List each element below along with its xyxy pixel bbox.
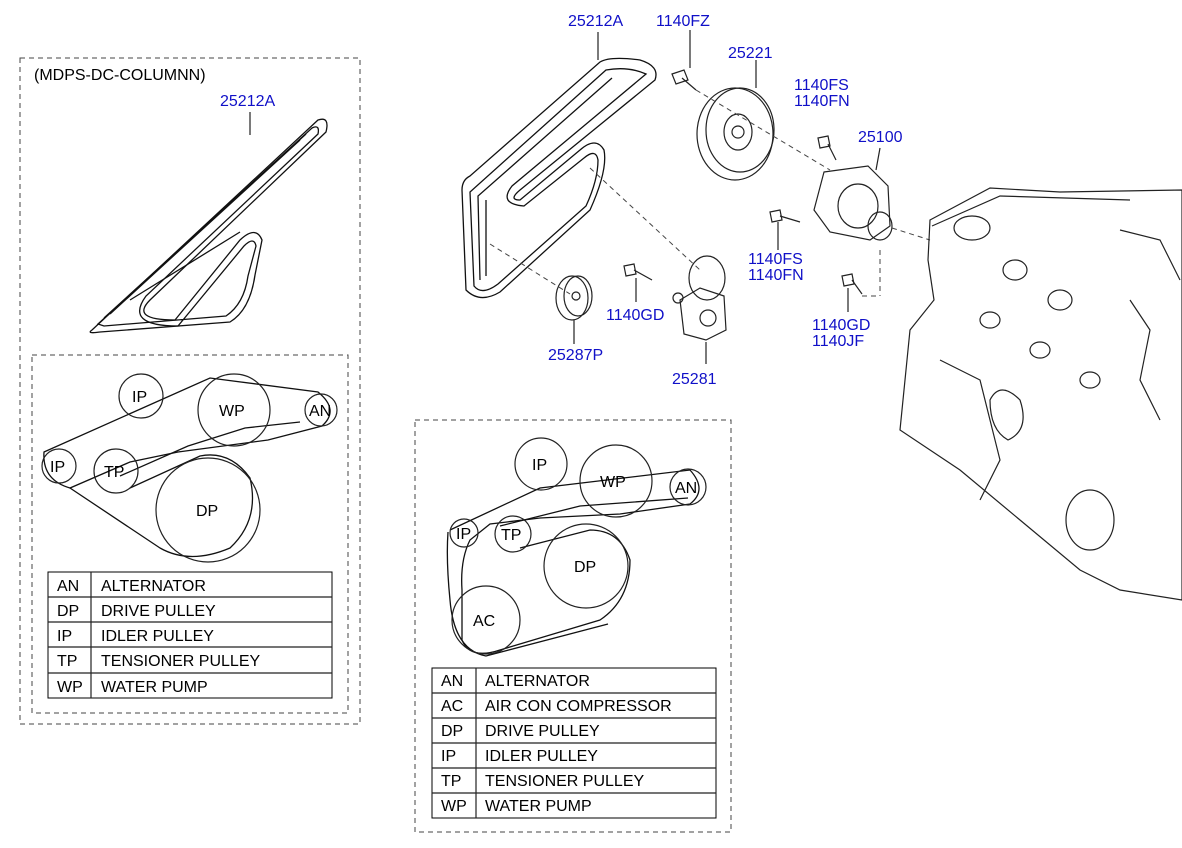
legend-code: WP	[441, 798, 467, 815]
svg-text:IP: IP	[132, 389, 147, 406]
legend-code: AN	[57, 578, 79, 595]
left-belt-route	[43, 377, 331, 558]
svg-text:IP: IP	[456, 526, 471, 543]
legend-name: AIR CON COMPRESSOR	[485, 698, 672, 715]
right-pulley-tp: TP	[494, 515, 532, 553]
legend-name: IDLER PULLEY	[101, 628, 214, 645]
svg-text:WP: WP	[219, 403, 245, 420]
part-link-1140FN-b[interactable]: 1140FN	[748, 267, 804, 284]
legend-name: ALTERNATOR	[485, 673, 590, 690]
idler-pulley-drawing	[489, 243, 593, 344]
legend-name: ALTERNATOR	[101, 578, 206, 595]
legend-code: TP	[57, 653, 77, 670]
part-link-1140FZ[interactable]: 1140FZ	[656, 13, 710, 30]
legend-name: WATER PUMP	[101, 679, 208, 696]
svg-text:IP: IP	[532, 457, 547, 474]
right-pulley-ip: IP	[449, 518, 479, 548]
left-pulley-ip: IP	[41, 448, 77, 484]
legend-name: DRIVE PULLEY	[101, 603, 216, 620]
left-pulley-dp: DP	[155, 457, 261, 563]
part-link-1140FS-a[interactable]: 1140FS	[794, 77, 849, 94]
part-link-25212A[interactable]: 25212A	[568, 13, 623, 30]
right-pulley-wp: WP	[579, 444, 653, 518]
left-pulley-ip-top: IP	[118, 373, 164, 419]
bolt-1140FZ-drawing	[671, 30, 697, 91]
svg-text:IP: IP	[50, 459, 65, 476]
bolt-1140GD-tensioner-drawing	[623, 263, 653, 302]
part-link-1140FN-a[interactable]: 1140FN	[794, 93, 850, 110]
legend-name: TENSIONER PULLEY	[101, 653, 260, 670]
legend-name: IDLER PULLEY	[485, 748, 598, 765]
legend-code: WP	[57, 679, 83, 696]
belt-left-drawing	[89, 112, 328, 334]
legend-name: WATER PUMP	[485, 798, 592, 815]
right-pulley-an: AN	[669, 468, 707, 506]
legend-code: IP	[441, 748, 456, 765]
part-link-1140FS-b[interactable]: 1140FS	[748, 251, 803, 268]
part-link-25212A-left[interactable]: 25212A	[220, 93, 275, 110]
svg-text:TP: TP	[501, 527, 521, 544]
left-pulley-an: AN	[304, 393, 338, 427]
svg-text:TP: TP	[104, 464, 124, 481]
left-pulley-tp: TP	[93, 448, 139, 494]
part-link-25287P[interactable]: 25287P	[548, 347, 603, 364]
tensioner-drawing	[589, 167, 727, 364]
legend-code: AN	[441, 673, 463, 690]
right-pulley-dp: DP	[543, 523, 629, 609]
water-pump-pulley-drawing	[695, 60, 831, 181]
variant-frame	[19, 57, 361, 725]
legend-code: IP	[57, 628, 72, 645]
right-pulley-ip-top: IP	[514, 437, 568, 491]
svg-text:DP: DP	[574, 559, 596, 576]
right-schematic-frame	[414, 419, 732, 833]
engine-block-drawing	[899, 187, 1182, 601]
part-link-25281[interactable]: 25281	[672, 371, 717, 388]
part-link-1140GD-a[interactable]: 1140GD	[606, 307, 664, 324]
left-pulley-wp: WP	[197, 373, 271, 447]
main-belt-drawing	[461, 32, 657, 299]
left-schematic-frame	[31, 354, 349, 714]
part-link-25221[interactable]: 25221	[728, 45, 773, 62]
right-pulley-ac: AC	[451, 585, 521, 655]
legend-code: AC	[441, 698, 463, 715]
legend-code: TP	[441, 773, 461, 790]
part-link-1140JF[interactable]: 1140JF	[812, 333, 864, 350]
part-link-1140GD-b[interactable]: 1140GD	[812, 317, 870, 334]
legend-name: DRIVE PULLEY	[485, 723, 600, 740]
legend-code: DP	[441, 723, 463, 740]
legend-name: TENSIONER PULLEY	[485, 773, 644, 790]
bolt-1140FS-top-drawing	[817, 135, 837, 161]
bolt-1140GD-right-drawing	[841, 250, 881, 312]
svg-text:DP: DP	[196, 503, 218, 520]
svg-text:AN: AN	[309, 403, 331, 420]
part-link-25100[interactable]: 25100	[858, 129, 903, 146]
bolt-1140FS-mid-drawing	[769, 209, 801, 250]
svg-text:AN: AN	[675, 480, 697, 497]
svg-text:AC: AC	[473, 613, 495, 630]
right-legend-table: AN ALTERNATOR AC AIR CON COMPRESSOR DP D…	[431, 667, 717, 819]
variant-label: (MDPS-DC-COLUMNN)	[34, 67, 206, 84]
legend-code: DP	[57, 603, 79, 620]
water-pump-drawing	[813, 147, 931, 241]
left-legend-table: AN ALTERNATOR DP DRIVE PULLEY IP IDLER P…	[47, 571, 333, 699]
svg-text:WP: WP	[600, 474, 626, 491]
